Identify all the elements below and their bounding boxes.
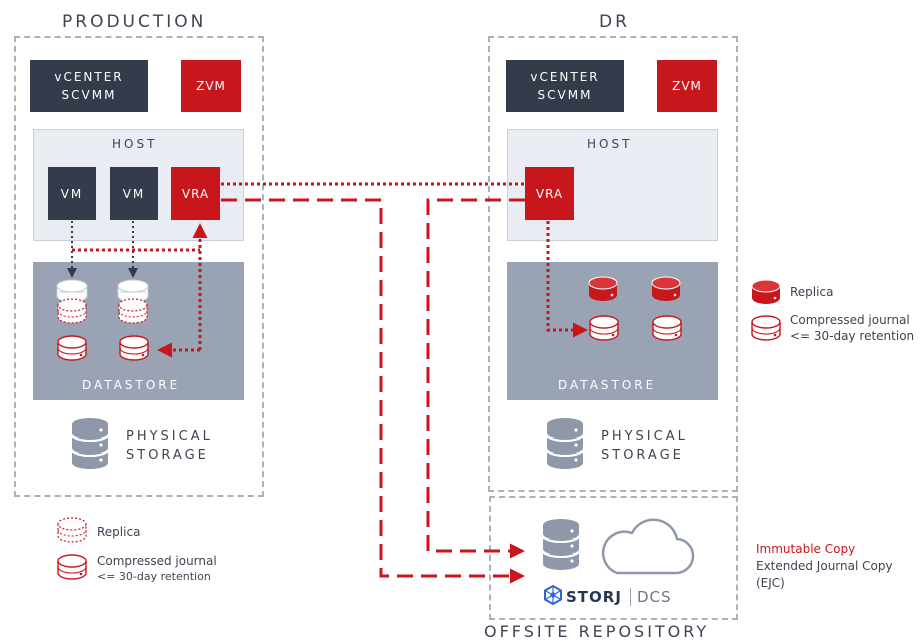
production-journal-disk-icon-2 [119, 335, 149, 361]
legend-right-replica-icon [751, 279, 781, 305]
dr-physical-line1: PHYSICAL [601, 429, 688, 444]
production-scvmm-label: SCVMM [61, 88, 117, 102]
legend-right-journal-line1: Compressed journal [790, 313, 910, 327]
legend-bottom-journal-icon [57, 554, 87, 580]
dr-datastore-label: DATASTORE [558, 378, 657, 392]
dr-vra-to-journal-line [546, 221, 588, 338]
dr-physical-storage-label: PHYSICAL STORAGE [601, 427, 688, 465]
legend-bottom-journal-line2: <= 30-day retention [97, 570, 211, 583]
dcs-label: DCS [637, 588, 672, 606]
production-title: PRODUCTION [62, 12, 207, 32]
production-vm2-replica-disk-icon [118, 298, 148, 324]
legend-right-journal-line2: <= 30-day retention [790, 329, 915, 343]
dr-physical-storage-icon [546, 417, 584, 470]
storj-label: STORJ [566, 588, 622, 606]
production-host-label: HOST [112, 137, 158, 151]
immutable-copy-note: Immutable Copy Extended Journal Copy (EJ… [756, 541, 893, 592]
production-physical-storage-icon [71, 417, 109, 470]
ejc-label: (EJC) [756, 576, 785, 590]
production-site [14, 36, 264, 497]
dr-vra-box[interactable]: VRA [525, 167, 574, 220]
dr-journal-disk-icon-1 [589, 315, 619, 341]
dr-zvm-label: ZVM [672, 79, 702, 93]
production-physical-line1: PHYSICAL [126, 429, 213, 444]
dr-to-offsite-line [426, 198, 525, 559]
production-datastore-label: DATASTORE [82, 378, 181, 392]
dcs-divider [630, 588, 631, 606]
dr-vcenter-box[interactable]: vCENTER SCVMM [506, 60, 624, 112]
legend-bottom-replica-icon [57, 517, 87, 543]
production-vm1-replica-disk-icon [57, 298, 87, 324]
dr-zvm-box[interactable]: ZVM [657, 60, 717, 112]
legend-bottom-journal-label: Compressed journal <= 30-day retention [97, 553, 217, 585]
production-to-offsite-line [221, 198, 525, 584]
legend-right-replica-label: Replica [790, 285, 834, 299]
dr-physical-line2: STORAGE [601, 448, 684, 463]
legend-bottom-replica-label: Replica [97, 525, 141, 539]
dr-title: DR [599, 12, 630, 32]
dr-replica-disk-icon-1 [588, 276, 618, 302]
production-vcenter-box[interactable]: vCENTER SCVMM [30, 60, 148, 112]
production-vcenter-label: vCENTER [54, 70, 124, 84]
immutable-copy-label: Immutable Copy [756, 542, 856, 556]
production-vra-box[interactable]: VRA [171, 167, 220, 220]
production-physical-storage-label: PHYSICAL STORAGE [126, 427, 213, 465]
offsite-repository-title: OFFSITE REPOSITORY [484, 622, 710, 641]
dr-journal-disk-icon-2 [652, 315, 682, 341]
dr-vcenter-label: vCENTER [530, 70, 600, 84]
production-vm2-box[interactable]: VM [110, 167, 158, 220]
dr-vra-label: VRA [535, 186, 564, 201]
dr-host-label: HOST [587, 137, 633, 151]
legend-bottom-journal-line1: Compressed journal [97, 554, 217, 568]
extended-journal-copy-label: Extended Journal Copy [756, 559, 893, 573]
production-zvm-box[interactable]: ZVM [181, 60, 241, 112]
legend-right-journal-icon [751, 315, 781, 341]
production-vra-label: VRA [181, 186, 210, 201]
production-vm1-box[interactable]: VM [48, 167, 96, 220]
production-vm2-label: VM [122, 186, 146, 201]
storj-logo-text: STORJ [566, 588, 622, 606]
cloud-icon [601, 518, 695, 575]
offsite-repository-box [489, 496, 738, 620]
production-journal-disk-icon-1 [57, 335, 87, 361]
storj-logo-icon [544, 584, 562, 606]
offsite-storage-icon [542, 518, 580, 571]
production-vm1-label: VM [60, 186, 84, 201]
production-physical-line2: STORAGE [126, 448, 209, 463]
dr-site [488, 36, 738, 492]
production-zvm-label: ZVM [196, 79, 226, 93]
dr-replica-disk-icon-2 [651, 276, 681, 302]
legend-right-journal-label: Compressed journal <= 30-day retention [790, 312, 914, 344]
dr-scvmm-label: SCVMM [537, 88, 593, 102]
